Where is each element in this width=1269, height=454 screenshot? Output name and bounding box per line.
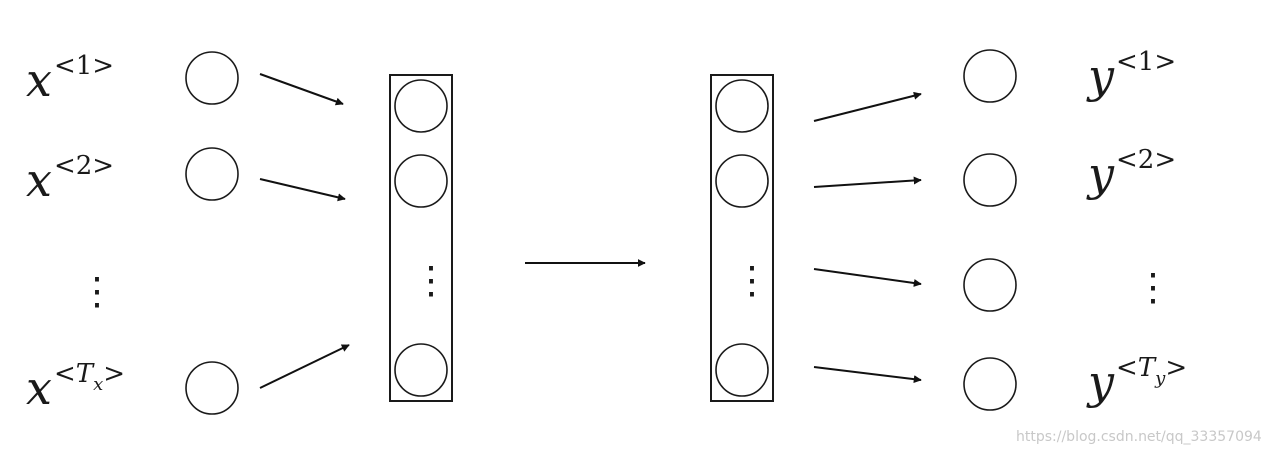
input-arrow-1 <box>259 73 344 106</box>
watermark: https://blog.csdn.net/qq_33357094 <box>1016 429 1262 445</box>
svg-text:x<1>: x<1> <box>26 51 114 107</box>
input-node-tx <box>185 361 239 415</box>
output-arrow-2 <box>813 176 922 188</box>
input-ellipsis: ⋮ <box>78 269 116 313</box>
output-arrow-1 <box>813 91 922 122</box>
decoder-vector: ⋮ <box>710 74 774 402</box>
encoder-ellipsis: ⋮ <box>412 258 450 302</box>
input-arrow-tx <box>259 344 350 389</box>
input-node-2 <box>185 147 239 201</box>
output-node-ty <box>963 357 1017 411</box>
svg-text:y<1>: y<1> <box>1086 47 1176 103</box>
input-arrow-2 <box>259 178 346 202</box>
encoder-vector: ⋮ <box>389 74 453 402</box>
output-arrow-3 <box>813 268 922 287</box>
svg-text:x<Tx>: x<Tx> <box>26 359 125 415</box>
output-node-1 <box>963 49 1017 103</box>
svg-text:x<2>: x<2> <box>26 151 114 207</box>
decoder-cell-1 <box>715 79 769 133</box>
output-ellipsis: ⋮ <box>1134 265 1172 309</box>
decoder-ellipsis: ⋮ <box>733 258 771 302</box>
encoder-cell-2 <box>394 154 448 208</box>
input-label-2: x<2> <box>26 151 114 207</box>
output-arrow-ty <box>813 366 922 384</box>
input-label-1: x<1> <box>26 51 114 107</box>
output-node-2 <box>963 153 1017 207</box>
output-label-2: y<2> <box>1086 145 1176 201</box>
decoder-cell-n <box>715 343 769 397</box>
encoder-cell-n <box>394 343 448 397</box>
input-node-1 <box>185 51 239 105</box>
output-label-ty: y<Ty> <box>1086 353 1187 409</box>
output-node-3 <box>963 258 1017 312</box>
decoder-cell-2 <box>715 154 769 208</box>
input-label-tx: x<Tx> <box>26 359 125 415</box>
svg-text:y<Ty>: y<Ty> <box>1086 353 1187 409</box>
svg-text:y<2>: y<2> <box>1086 145 1176 201</box>
encoder-cell-1 <box>394 79 448 133</box>
output-label-1: y<1> <box>1086 47 1176 103</box>
